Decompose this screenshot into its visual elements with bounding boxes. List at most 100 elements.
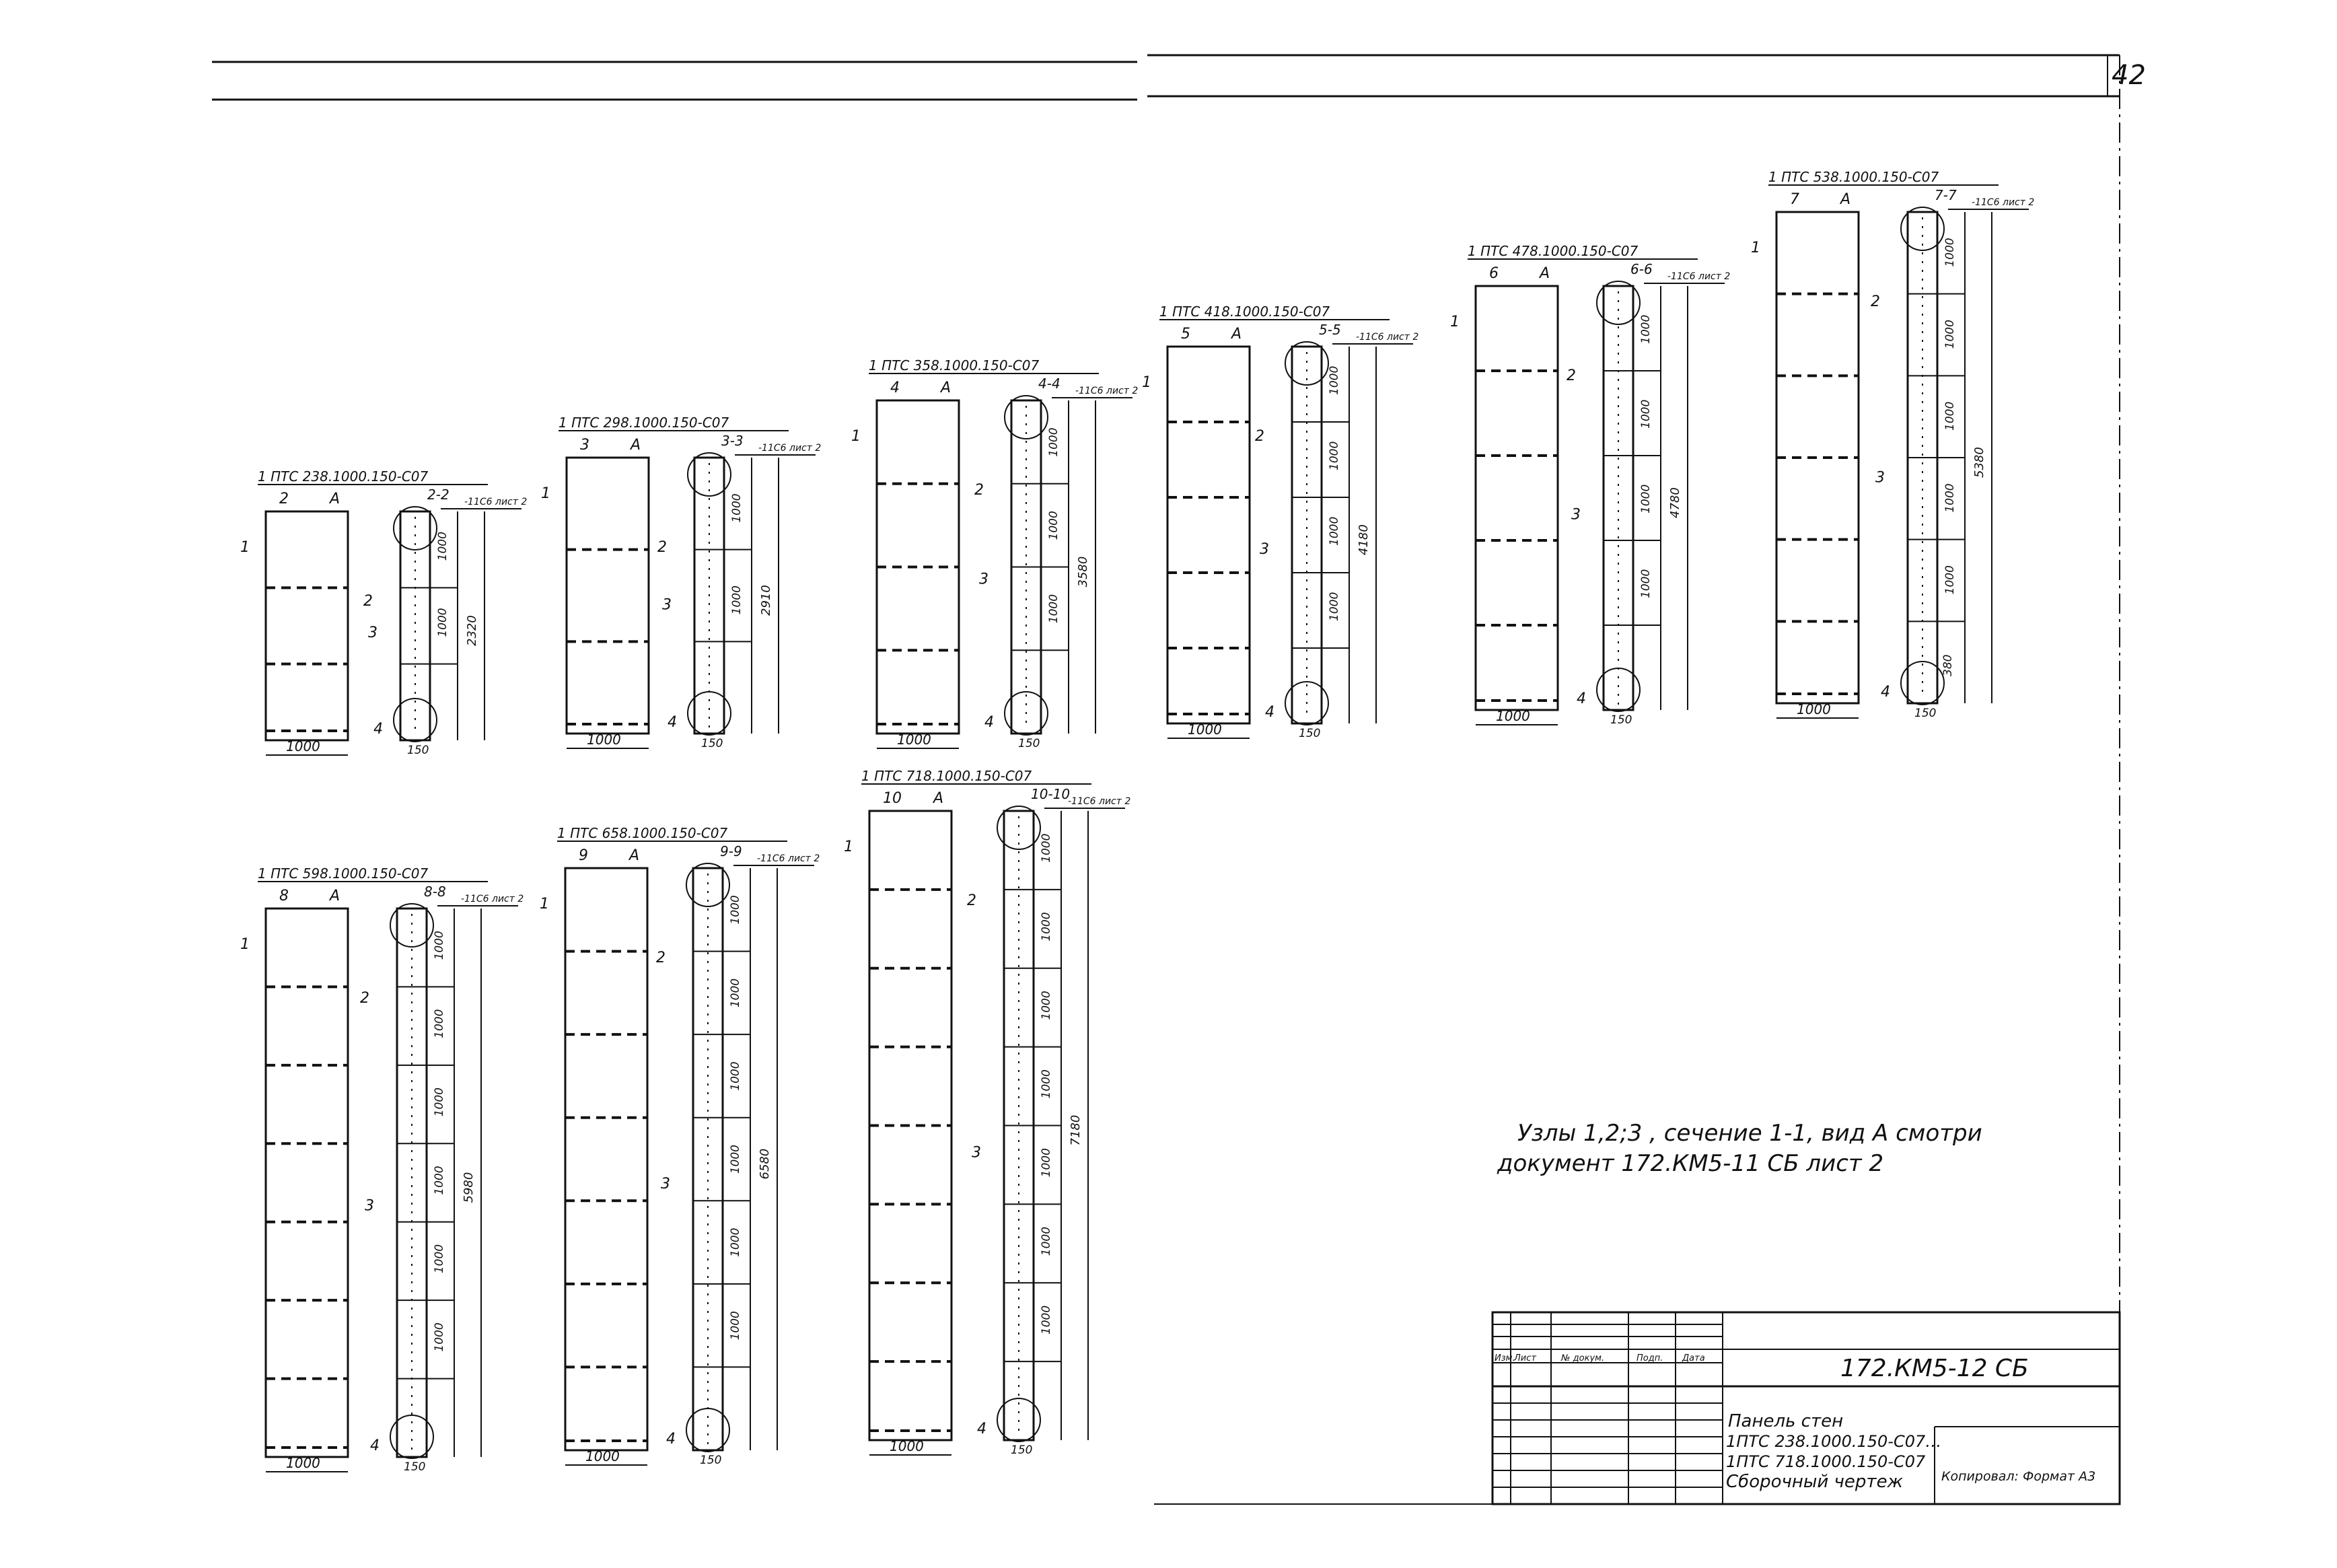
node-circle-bottom [1900,661,1945,705]
callout-2: 2 [1255,428,1264,445]
sheet-frame [212,54,2120,1505]
total-height-dimension: 2320 [465,615,479,646]
segment-dimension: 1000 [1040,912,1053,941]
node-circle-top [687,452,731,497]
node-circle-bottom [1004,691,1048,736]
panel-title: 1 ПТС 658.1000.150-С07 [557,825,728,841]
segment-dimension: 1000 [729,1228,742,1257]
title-line-4: Сборочный чертеж [1726,1472,1904,1492]
segment-dimension: 1000 [1040,1306,1053,1334]
thickness-dimension: 150 [700,1454,721,1467]
callout-3: 3 [365,1197,374,1214]
stage-note: Копировал: Формат А3 [1941,1469,2095,1484]
section-view [692,867,724,1452]
view-a-label: А [629,437,641,454]
width-dimension: 1000 [286,1455,320,1471]
section-1-label: 1 [541,485,550,502]
panel-title: 1 ПТС 358.1000.150-С07 [869,357,1040,373]
panel-elevation [264,510,349,742]
section-title: 3-3 [721,433,744,449]
title-block [1491,1311,2121,1505]
segment-dimension: 1000 [433,1244,446,1273]
callout-3: 3 [979,571,988,587]
segment-dimension: 1000 [1328,517,1341,546]
callout-4: 4 [984,714,994,731]
node-circle-top [1900,207,1945,251]
section-1-label: 1 [240,936,250,953]
panel-title: 1 ПТС 298.1000.150-С07 [559,415,729,431]
thickness-dimension: 150 [404,1460,425,1474]
callout-4: 4 [1881,684,1890,701]
weld-note: -11С6 лист 2 [1068,796,1130,807]
segment-dimension: 1000 [1047,511,1060,540]
width-dimension: 1000 [890,1438,924,1454]
segment-dimension: 1000 [1047,594,1060,623]
node-circle-bottom [393,698,437,742]
note-line-2: документ 172.КМ5-11 СБ лист 2 [1497,1150,1883,1177]
callout-4: 4 [668,714,677,731]
callout-4: 4 [373,721,383,738]
section-mark: 9 [579,847,588,864]
thickness-dimension: 150 [1299,727,1320,740]
panel-elevation [1474,285,1559,711]
segment-dimension: 1000 [1943,402,1957,431]
panel-elevation [1166,345,1251,725]
document-code: 172.КМ5-12 СБ [1840,1355,2029,1382]
segment-dimension: 1000 [1943,483,1957,512]
segment-dimension: 1000 [729,978,742,1007]
section-view [1602,285,1634,711]
view-a-label: А [939,380,951,396]
segment-dimension: 1000 [1639,315,1653,344]
segment-dimension: 1000 [729,1061,742,1090]
callout-2: 2 [363,593,373,610]
rev-header-sheet: Лист [1513,1353,1536,1363]
node-circle-top [686,863,730,907]
width-dimension: 1000 [1496,708,1530,724]
width-dimension: 1000 [1188,721,1222,738]
weld-note: -11С6 лист 2 [757,853,820,864]
node-circle-top [393,506,437,550]
segment-dimension: 1000 [729,1145,742,1174]
rev-header-doc: № докум. [1560,1353,1604,1363]
width-dimension: 1000 [587,732,621,748]
segment-dimension: 1000 [433,1322,446,1351]
section-mark: 2 [279,491,289,507]
thickness-dimension: 150 [701,737,723,750]
width-dimension: 1000 [585,1448,620,1464]
panel-elevation [565,456,650,735]
node-circle-bottom [1285,681,1329,725]
section-mark: 6 [1489,265,1499,282]
segment-dimension: 1000 [1040,834,1053,863]
segment-dimension: 1000 [1040,991,1053,1020]
segment-dimension: 1000 [1943,320,1957,349]
section-1-label: 1 [1450,314,1460,330]
section-mark: 5 [1181,326,1190,343]
callout-3: 3 [1571,507,1581,524]
section-view [399,510,431,742]
callout-3: 3 [368,625,377,641]
total-height-dimension: 7180 [1069,1115,1083,1146]
section-title: 9-9 [720,843,742,859]
title-line-2: 1ПТС 238.1000.150-С07… [1726,1432,1941,1451]
thickness-dimension: 150 [1011,1444,1032,1457]
node-circle-bottom [997,1398,1041,1442]
rev-header-change: Изм. [1495,1353,1515,1363]
view-a-label: А [1230,326,1242,343]
view-a-label: А [932,790,943,807]
callout-3: 3 [661,1176,670,1192]
weld-note: -11С6 лист 2 [1356,332,1418,343]
section-1-label: 1 [540,896,549,913]
segment-dimension: 1000 [730,585,744,614]
segment-dimension: 1000 [1040,1227,1053,1256]
panel-title: 1 ПТС 538.1000.150-С07 [1768,169,1939,185]
callout-4: 4 [977,1421,986,1437]
rev-header-sign: Подп. [1637,1353,1663,1363]
node-circle-top [1004,395,1048,439]
weld-note: -11С6 лист 2 [464,497,527,507]
segment-dimension: 1000 [433,1009,446,1038]
section-mark: 7 [1790,191,1799,208]
thickness-dimension: 150 [1018,737,1040,750]
callout-2: 2 [657,539,667,556]
